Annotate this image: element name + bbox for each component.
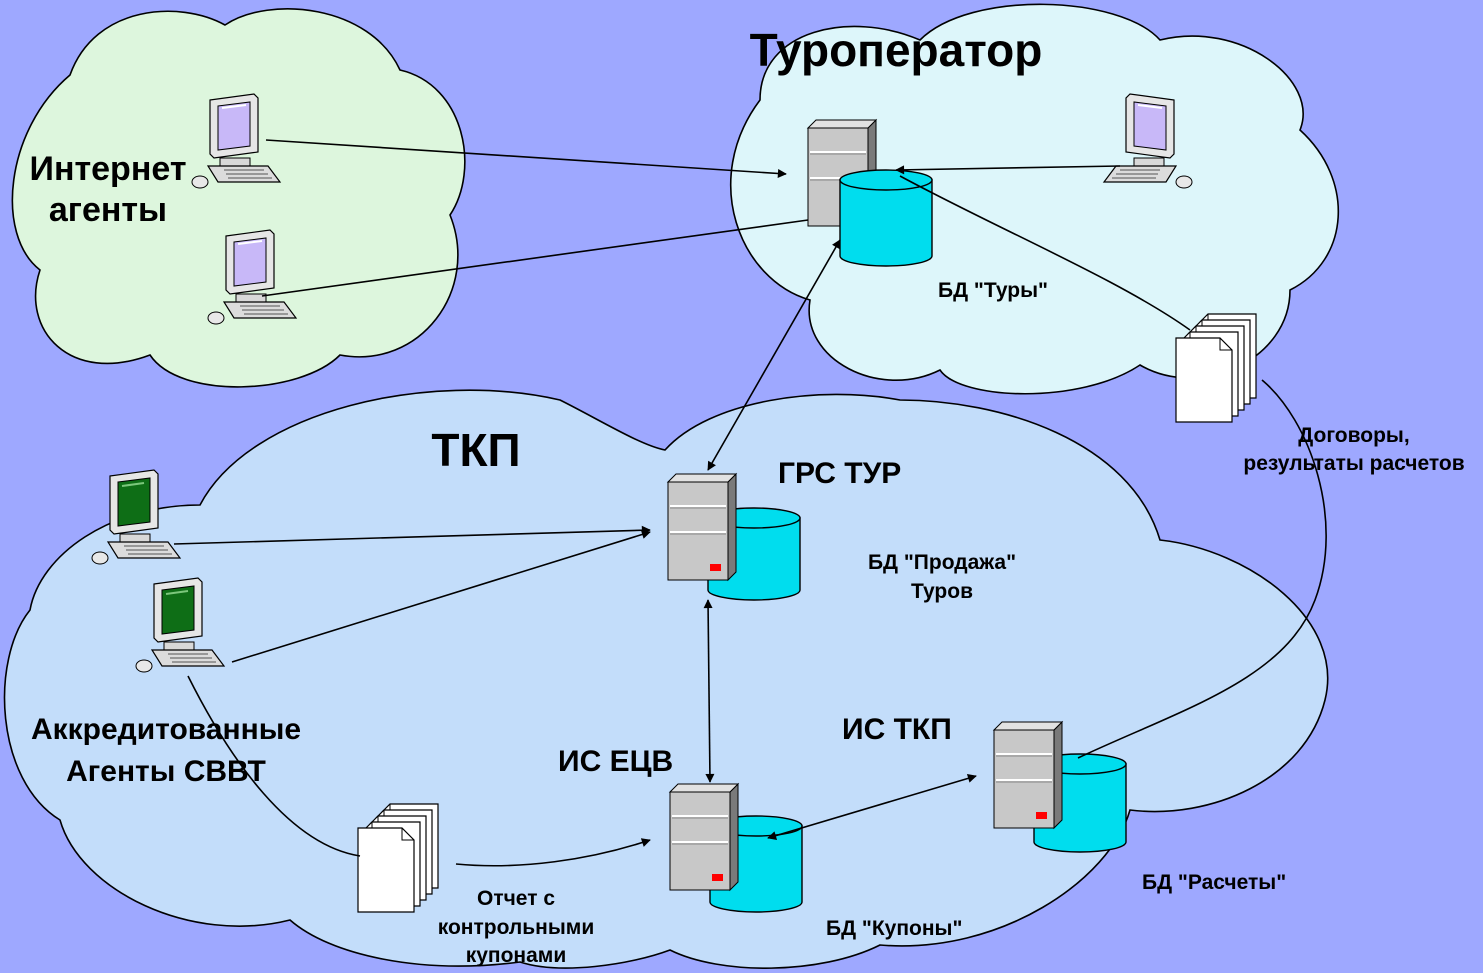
internet-agents-label-2: агенты [49, 191, 167, 229]
connector-line [261, 219, 809, 297]
db-raschety-label: БД "Расчеты" [1142, 871, 1286, 894]
arrow-icon [265, 139, 787, 178]
arrow-icon [231, 530, 651, 663]
is-ecv-label: ИС ЕЦВ [558, 745, 673, 778]
tkp-cloud [3, 389, 1329, 969]
connector-line [1077, 379, 1327, 759]
server-icon [669, 783, 739, 891]
arrow-icon [703, 599, 715, 783]
arrow-icon [707, 239, 841, 471]
accredited-agents-label-2: Агенты СВВТ [66, 755, 266, 788]
report-label-2: контрольными [438, 916, 594, 939]
arrow-icon [895, 165, 1121, 175]
connector-line [899, 175, 1191, 331]
db-tury-label: БД "Туры" [938, 279, 1048, 302]
report-label-3: купонами [466, 944, 567, 967]
tour-operator-label: Туроператор [750, 24, 1043, 76]
server-icon [993, 721, 1063, 829]
contracts-label-2: результаты расчетов [1243, 452, 1464, 475]
contracts-label: Договоры, [1298, 424, 1409, 447]
report-label: Отчет с [477, 887, 555, 910]
internet-agents-label: Интернет [30, 150, 187, 188]
arrow-icon [173, 525, 651, 545]
arrow-icon [455, 838, 651, 867]
grs-tur-label: ГРС ТУР [778, 457, 901, 490]
db-kupony-label: БД "Купоны" [826, 917, 962, 940]
tkp-label: ТКП [431, 424, 520, 476]
is-tkp-label: ИС ТКП [842, 713, 952, 746]
database-icon [839, 169, 933, 267]
arrow-icon [767, 774, 977, 840]
accredited-agents-label: Аккредитованные [31, 713, 301, 746]
server-icon [667, 473, 737, 581]
db-prodazha-label: БД "Продажа" [868, 551, 1016, 574]
db-prodazha-label-2: Туров [911, 580, 973, 603]
connector-line [187, 675, 361, 857]
internet-agents-cloud [11, 8, 466, 388]
